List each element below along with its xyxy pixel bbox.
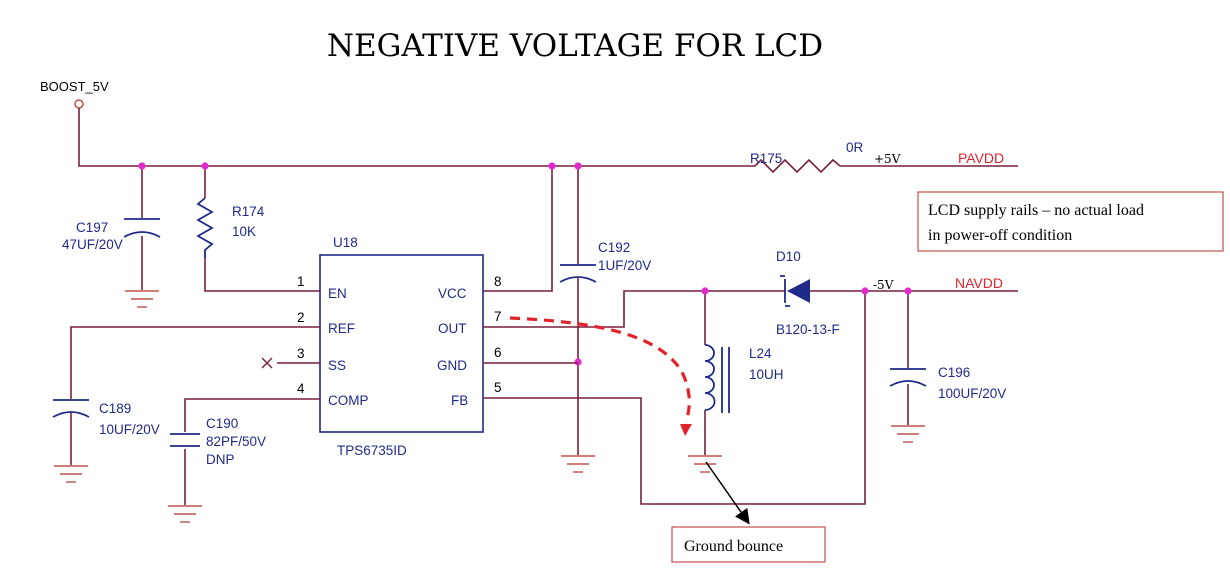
ic-wires: [70, 290, 1018, 505]
c190-value: 82PF/50V: [206, 434, 266, 449]
ground-icon-c197: [125, 290, 159, 308]
r175-value: 0R: [846, 140, 864, 155]
pin-ref-label: REF: [328, 321, 355, 336]
r175-resistor: [754, 158, 841, 174]
d10-ref: D10: [776, 249, 801, 264]
c197-ref: C197: [76, 220, 108, 235]
c189-ref: C189: [99, 401, 131, 416]
pin-1-num: 1: [297, 274, 305, 289]
pin-8-num: 8: [494, 274, 502, 289]
r175-ref: R175: [750, 151, 782, 166]
net-label-navdd: NAVDD: [955, 275, 1003, 291]
ground-bounce-pointer: [705, 461, 750, 525]
d10-diode: [780, 275, 810, 307]
pin-comp-label: COMP: [328, 393, 369, 408]
ground-icon-c190: [168, 505, 202, 523]
c192-value: 1UF/20V: [598, 258, 651, 273]
ground-bounce-label: Ground bounce: [684, 538, 783, 555]
c196-value: 100UF/20V: [938, 386, 1006, 401]
current-path-arrowhead-icon: [680, 424, 692, 436]
c190-note: DNP: [206, 452, 235, 467]
c196-ref: C196: [938, 365, 970, 380]
net-plus5v: +5V: [874, 152, 901, 166]
ground-icon-l24: [688, 455, 722, 473]
pin-3-num: 3: [297, 346, 305, 361]
net-label-pavdd: PAVDD: [958, 150, 1004, 166]
supply-note-box: [917, 191, 1224, 252]
r174-ref: R174: [232, 204, 265, 219]
c189-capacitor: [52, 399, 90, 418]
pin-fb-label: FB: [451, 393, 468, 408]
ground-icon-c189: [54, 465, 88, 483]
u18-ref: U18: [333, 235, 358, 250]
pin-2-num: 2: [297, 310, 305, 325]
top-rail-junctions: [138, 162, 582, 366]
diagram-title: NEGATIVE VOLTAGE FOR LCD: [327, 28, 823, 64]
c189-value: 10UF/20V: [99, 422, 160, 437]
c196-capacitor: [889, 368, 927, 387]
ground-icon-ic: [561, 455, 595, 473]
boost-terminal: [74, 99, 84, 109]
c197-capacitor: [123, 218, 161, 238]
pin-ss-label: SS: [328, 358, 346, 373]
r174-value: 10K: [232, 224, 256, 239]
net-label-boost: BOOST_5V: [40, 79, 109, 94]
c190-ref: C190: [206, 416, 238, 431]
ss-no-connect-icon: [261, 357, 273, 369]
ground-icon-c196: [891, 425, 925, 443]
ground-bounce-box: [671, 526, 826, 563]
pin-vcc-label: VCC: [438, 286, 467, 301]
l24-value: 10UH: [749, 367, 784, 382]
pin-en-label: EN: [328, 286, 347, 301]
ground-bounce-current-path: [509, 316, 691, 423]
pin-7-num: 7: [494, 309, 502, 324]
l24-ref: L24: [749, 346, 772, 361]
pin-gnd-label: GND: [437, 358, 467, 373]
c192-ref: C192: [598, 240, 630, 255]
c190-capacitor: [170, 433, 200, 447]
pin-4-num: 4: [297, 381, 305, 396]
c192-capacitor: [559, 264, 597, 283]
supply-note-line1: LCD supply rails – no actual load: [928, 202, 1144, 219]
pin-out-label: OUT: [438, 321, 467, 336]
output-junctions: [701, 287, 912, 295]
u18-ic-body: [319, 254, 484, 433]
r174-resistor: [196, 197, 214, 258]
c197-value: 47UF/20V: [62, 237, 123, 252]
pin-6-num: 6: [494, 345, 502, 360]
d10-value: B120-13-F: [776, 322, 840, 337]
net-minus5v: -5V: [873, 278, 894, 292]
u18-part: TPS6735ID: [337, 443, 407, 458]
supply-note-line2: in power-off condition: [928, 227, 1072, 244]
top-rail-wires: [78, 108, 1018, 455]
pin-5-num: 5: [494, 380, 502, 395]
l24-inductor: [704, 344, 730, 413]
